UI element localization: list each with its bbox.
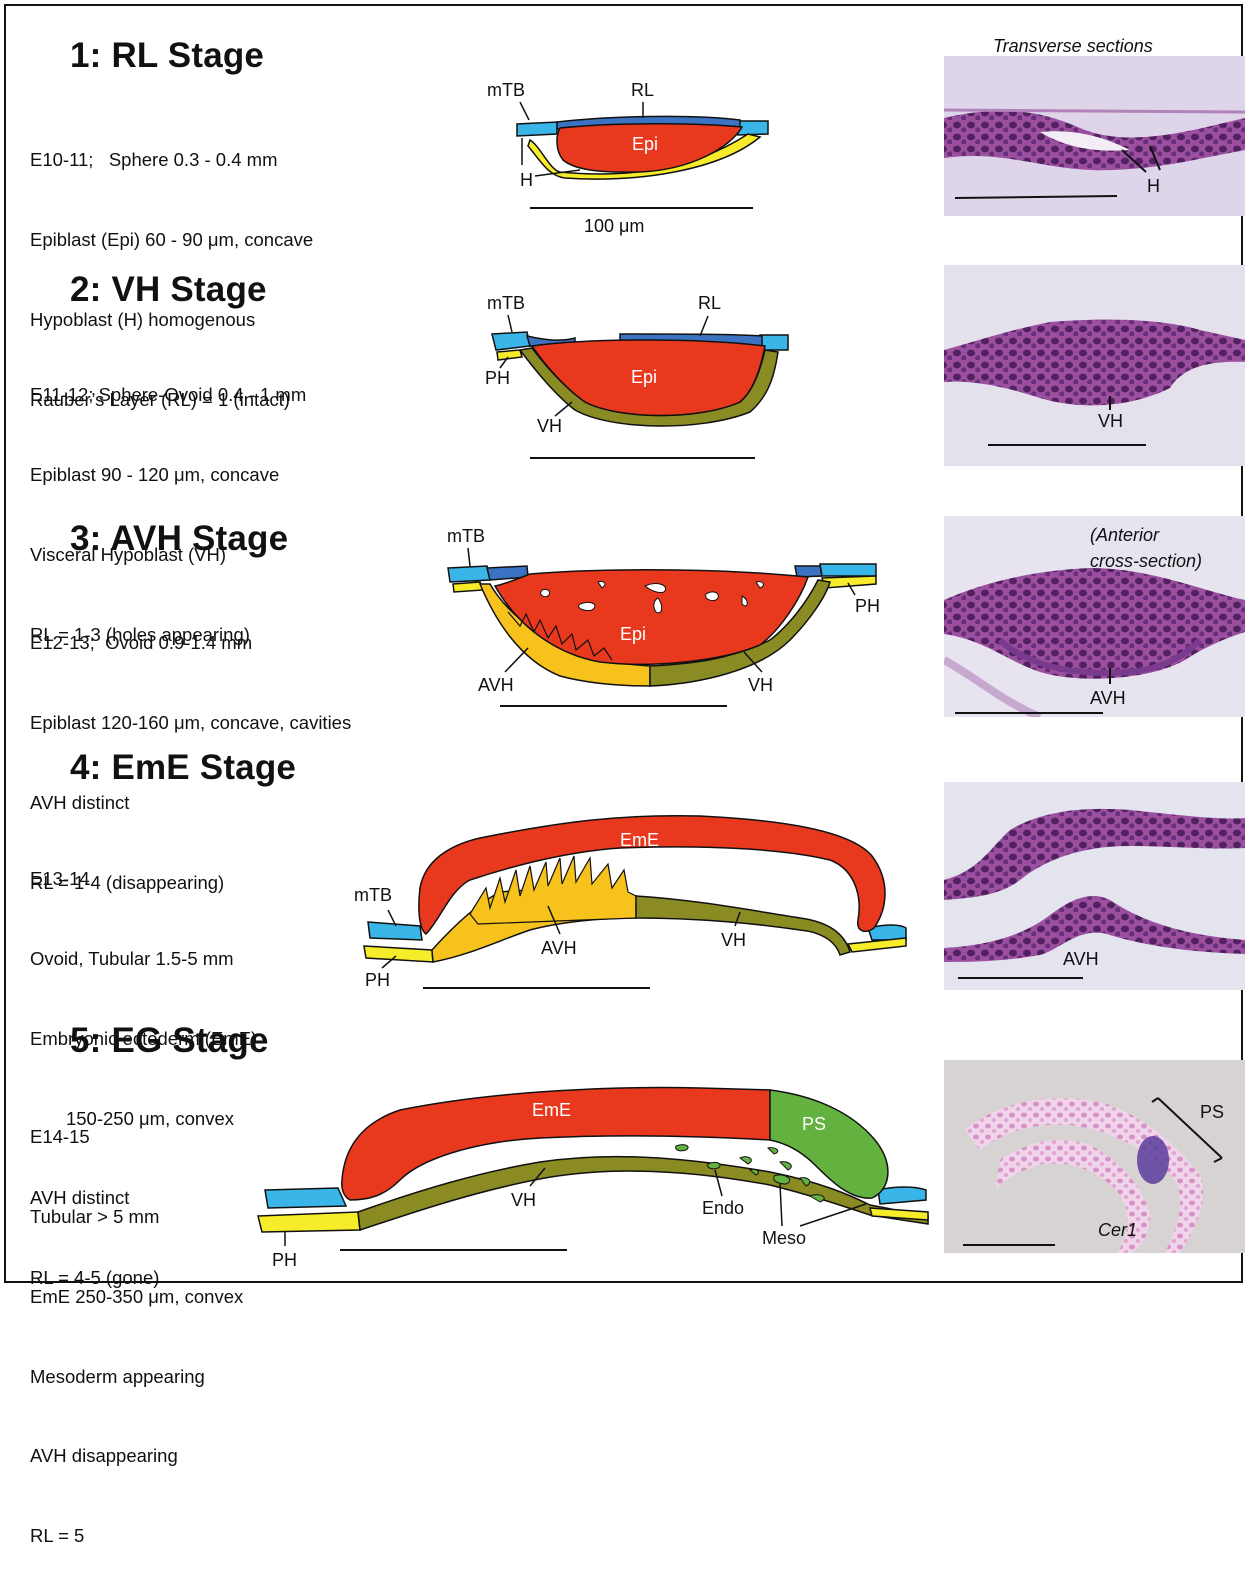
- stage-5-line: AVH disappearing: [30, 1443, 243, 1470]
- rauber-right: [795, 566, 822, 577]
- stage-5-line: EmE 250-350 μm, convex: [30, 1284, 243, 1311]
- mtb-left: [448, 566, 490, 582]
- label-ph: PH: [365, 970, 390, 990]
- schematic-stage-4: EmE mTB PH AVH VH: [354, 816, 906, 990]
- mtb-left: [265, 1188, 346, 1208]
- ph-left: [453, 582, 483, 592]
- label-mtb: mTB: [487, 80, 525, 100]
- scale-bar-label: 100 μm: [584, 216, 644, 236]
- label-ph: PH: [272, 1250, 297, 1270]
- stage-5-line: Mesoderm appearing: [30, 1364, 243, 1391]
- ph-right: [870, 1208, 928, 1220]
- label-vh: VH: [748, 675, 773, 695]
- schematic-stage-5: EmE PS VH PH Endo Meso: [258, 1088, 928, 1270]
- schematic-stage-2: Epi mTB RL PH VH: [485, 293, 788, 458]
- label-eme: EmE: [620, 830, 659, 850]
- label-epi: Epi: [631, 367, 657, 387]
- schematic-stage-1: Epi mTB RL H 100 μm: [487, 80, 768, 236]
- label-ph: PH: [485, 368, 510, 388]
- schematics: Epi mTB RL H 100 μm Epi mTB RL PH VH: [0, 0, 1249, 1287]
- label-rl: RL: [698, 293, 721, 313]
- mtb-right: [820, 564, 876, 576]
- label-endo: Endo: [702, 1198, 744, 1218]
- label-epi: Epi: [620, 624, 646, 644]
- label-eme: EmE: [532, 1100, 571, 1120]
- mtb-left: [517, 122, 557, 136]
- label-rl: RL: [631, 80, 654, 100]
- parietal-hypoblast: [497, 350, 522, 360]
- label-meso: Meso: [762, 1228, 806, 1248]
- label-vh: VH: [537, 416, 562, 436]
- mtb-right: [738, 121, 768, 135]
- label-ps: PS: [802, 1114, 826, 1134]
- mtb-left: [492, 332, 530, 350]
- label-mtb: mTB: [354, 885, 392, 905]
- label-vh: VH: [511, 1190, 536, 1210]
- label-avh: AVH: [541, 938, 577, 958]
- ph-left: [258, 1212, 360, 1232]
- label-mtb: mTB: [447, 526, 485, 546]
- mtb-right: [878, 1187, 926, 1204]
- schematic-stage-3: Epi mTB PH AVH VH: [447, 526, 880, 706]
- label-ph: PH: [855, 596, 880, 616]
- label-vh: VH: [721, 930, 746, 950]
- label-epi: Epi: [632, 134, 658, 154]
- label-h: H: [520, 170, 533, 190]
- stage-5-line: RL = 5: [30, 1523, 243, 1550]
- label-avh: AVH: [478, 675, 514, 695]
- ph-left: [364, 946, 433, 962]
- label-mtb: mTB: [487, 293, 525, 313]
